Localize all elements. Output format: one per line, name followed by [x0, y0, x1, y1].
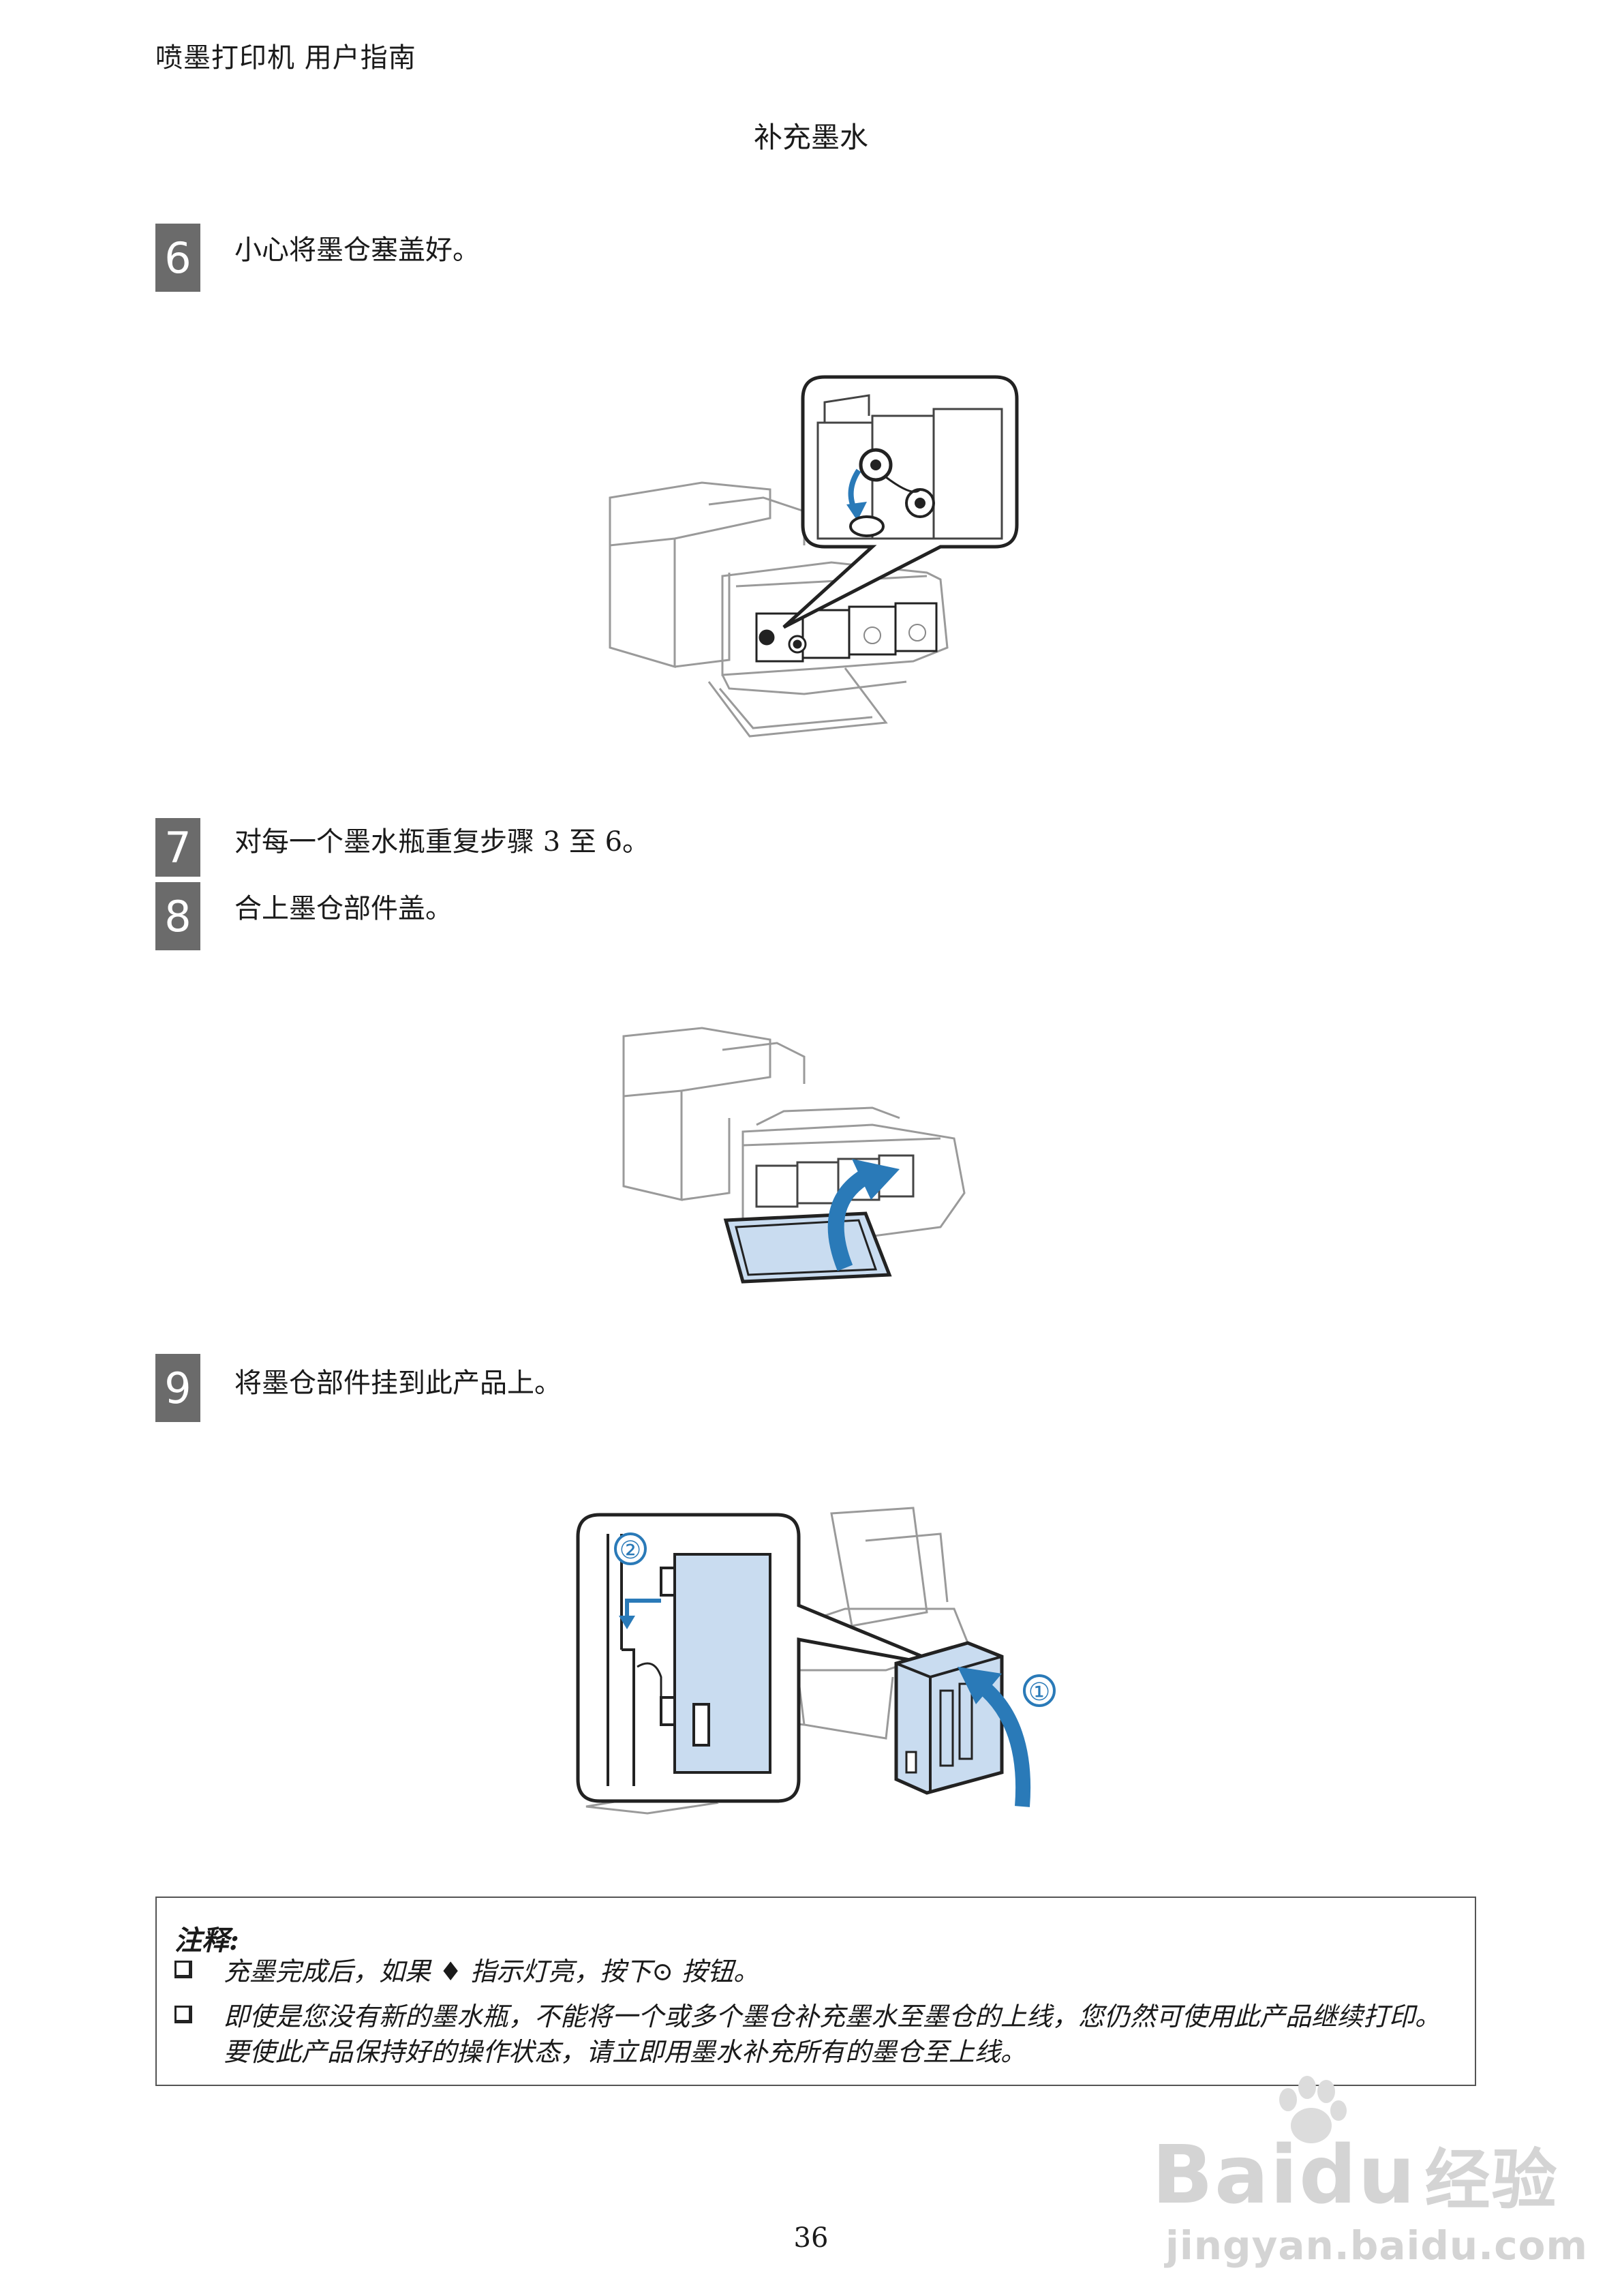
section-title: 补充墨水 [753, 121, 868, 154]
document-header: 喷墨打印机 用户指南 [155, 42, 416, 74]
callout-2-label: ② [619, 1537, 641, 1565]
note-item-text: 即使是您没有新的墨水瓶，不能将一个或多个墨仓补充墨水至墨仓的上线，您仍然可使用此… [224, 2002, 1441, 2067]
step-7-badge: 7 [155, 818, 200, 877]
step-6-badge: 6 [155, 224, 200, 292]
watermark-url: jingyan.baidu.com [1165, 2222, 1588, 2269]
step-8-text: 合上墨仓部件盖。 [234, 893, 453, 924]
checkbox-bullet-icon [174, 2006, 192, 2023]
note-box: 注释: 充墨完成后，如果 ♦ 指示灯亮，按下⊙ 按钮。 即使是您没有新的墨水瓶，… [155, 1897, 1476, 2086]
figure-hang-tank-unit: ② ① [576, 1507, 1056, 1815]
callout-1-label: ① [1028, 1678, 1050, 1706]
step-8-badge: 8 [155, 882, 200, 950]
figure-close-tank-cover [622, 1027, 966, 1284]
figure-close-tank-plugs [609, 375, 1019, 738]
step-9-badge: 9 [155, 1354, 200, 1422]
watermark-brand: Bai [1152, 2128, 1300, 2222]
watermark-product: 经验 [1424, 2142, 1559, 2218]
note-title: 注释: [174, 1924, 239, 1957]
checkbox-bullet-icon [174, 1961, 192, 1978]
page-number: 36 [793, 2222, 829, 2254]
note-item-text: 充墨完成后，如果 ♦ 指示灯亮，按下⊙ 按钮。 [224, 1957, 760, 1987]
paw-icon [1279, 2076, 1347, 2143]
note-item: 即使是您没有新的墨水瓶，不能将一个或多个墨仓补充墨水至墨仓的上线，您仍然可使用此… [174, 1999, 1469, 2074]
watermark-brand-du: du [1299, 2128, 1417, 2222]
step-7-text: 对每一个墨水瓶重复步骤 3 至 6。 [234, 826, 650, 858]
note-item: 充墨完成后，如果 ♦ 指示灯亮，按下⊙ 按钮。 [174, 1957, 1469, 2000]
step-6-text: 小心将墨仓塞盖好。 [234, 235, 480, 266]
step-9-text: 将墨仓部件挂到此产品上。 [234, 1368, 562, 1399]
